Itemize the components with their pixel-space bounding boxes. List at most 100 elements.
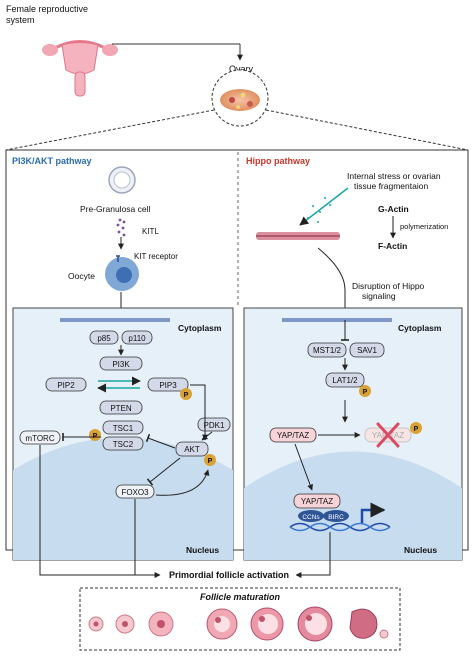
- pip3-phospho-badge: [180, 388, 192, 400]
- main-frame: [5, 149, 469, 551]
- pip3-label: PIP3: [159, 381, 177, 390]
- sav1-node: [349, 342, 385, 358]
- uterus-illustration: [42, 40, 118, 97]
- mst-label: MST1/2: [313, 346, 342, 355]
- pip3-node: [147, 377, 189, 392]
- p85-node: [89, 330, 119, 345]
- pip3-phospho-label: P: [184, 392, 189, 399]
- foxo3-label: FOXO3: [121, 488, 149, 497]
- p85-label: p85: [97, 334, 111, 343]
- yaptaz-node: [269, 427, 317, 443]
- pip2-node: [45, 377, 87, 392]
- kitl-dots: [116, 218, 126, 237]
- pdk1-node: [197, 417, 231, 432]
- gactin-label: G-Actin: [378, 204, 409, 214]
- mtorc-down-line: [39, 445, 161, 578]
- pi3k-pathway-title: PI3K/AKT pathway: [12, 156, 92, 166]
- follicle-stage-1-icon: [88, 616, 104, 632]
- follicle-maturation-title: Follicle maturation: [200, 592, 281, 602]
- mtorc-label: mTORC: [25, 434, 54, 443]
- ccns-label: CCNs: [302, 514, 320, 521]
- pdk1-label: PDK1: [204, 421, 225, 430]
- primordial-activation-label: Primordial follicle activation: [169, 570, 289, 580]
- yaptaz-label: YAP/TAZ: [277, 431, 309, 440]
- yaptaz-phospho-label: P: [414, 426, 419, 433]
- pten-node: [99, 400, 143, 415]
- pregranulosa-label: Pre-Granulosa cell: [80, 204, 151, 214]
- reproductive-system-title-2: system: [6, 15, 35, 25]
- yaptaz-nuclear-label: YAP/TAZ: [301, 497, 333, 506]
- tsc1-node: [102, 420, 144, 435]
- pten-label: PTEN: [110, 404, 132, 413]
- foxo3-node: [115, 484, 155, 499]
- akt-phospho-badge: [204, 454, 216, 466]
- transcription-arrow-icon: [360, 502, 386, 524]
- hippo-membrane: [282, 318, 392, 322]
- follicle-stage-7-icon: [349, 608, 389, 639]
- ovary-label: Ovary: [229, 64, 254, 74]
- mtorc-node: [19, 430, 61, 445]
- follicle-stage-3-icon: [148, 611, 174, 637]
- stress-arrow: [299, 187, 349, 226]
- yaptaz-nuclear-node: [293, 493, 341, 509]
- kit-receptor-label: KIT receptor: [134, 252, 178, 261]
- oocyte-label: Oocyte: [68, 271, 95, 281]
- expand-line-right: [265, 109, 469, 151]
- akt-phospho-label: P: [208, 458, 213, 465]
- birc-node: [323, 510, 349, 522]
- pi3k-cytoplasm-label: Cytoplasm: [178, 323, 222, 333]
- lat-label: LAT1/2: [332, 376, 358, 385]
- yaptaz-phospho-badge: [410, 422, 422, 434]
- ovary-illustration: [220, 89, 260, 111]
- follicle-stages: [88, 606, 389, 642]
- tsc2-label: TSC2: [113, 440, 134, 449]
- kitl-label: KITL: [142, 227, 159, 236]
- polymerization-label: polymerization: [400, 222, 448, 231]
- maturation-frame: [79, 587, 401, 651]
- follicle-stage-4-icon: [206, 608, 238, 640]
- birc-label: BIRC: [328, 514, 344, 521]
- cross-icon: [376, 422, 400, 448]
- hippo-cytoplasm-label: Cytoplasm: [398, 323, 442, 333]
- pdk1-to-akt-arrow: [201, 431, 213, 441]
- disruption-label-2: signaling: [362, 291, 396, 301]
- yap-to-nucleus-arrow: [294, 443, 313, 491]
- pip2-label: PIP2: [57, 381, 75, 390]
- pregranulosa-cell-icon: [108, 166, 136, 194]
- hippo-nucleus: [244, 451, 462, 560]
- pi3k-node: [99, 356, 143, 371]
- follicle-stage-6-icon: [297, 606, 333, 642]
- mst-node: [307, 342, 347, 358]
- p110-node: [121, 330, 153, 345]
- akt-node: [175, 441, 209, 457]
- pi3k-label: PI3K: [112, 360, 130, 369]
- tissue-strip: [256, 232, 340, 240]
- stress-label: Internal stress or ovarian: [347, 171, 441, 181]
- hippo-to-activation-line: [295, 532, 331, 578]
- reproductive-system-title: Female reproductive: [6, 4, 88, 14]
- hippo-pathway-title: Hippo pathway: [246, 156, 310, 166]
- follicle-stage-5-icon: [250, 607, 284, 641]
- p110-label: p110: [128, 334, 146, 343]
- tsc2-node: [102, 436, 144, 451]
- akt-inhibits-foxo3: [146, 457, 181, 486]
- stress-label-2: tissue fragmentaion: [354, 181, 428, 191]
- pi3k-nucleus-label: Nucleus: [186, 545, 219, 555]
- activation-label-bg: [162, 568, 296, 581]
- tsc1-label: TSC1: [113, 424, 134, 433]
- hippo-nucleus-label: Nucleus: [404, 545, 437, 555]
- stress-particles: [307, 197, 331, 223]
- follicle-stage-2-icon: [115, 614, 135, 634]
- sav1-label: SAV1: [357, 346, 377, 355]
- lat-node: [325, 372, 365, 388]
- foxo3-loop-arrow: [155, 469, 210, 496]
- pi3k-membrane: [60, 318, 170, 322]
- pip3-to-akt-arrow: [190, 384, 208, 441]
- tsc-phospho-badge: [89, 429, 101, 441]
- disruption-label: Disruption of Hippo: [352, 281, 425, 291]
- akt-inhibits-tsc: [145, 433, 176, 449]
- lat-phospho-badge: [359, 385, 371, 397]
- oocyte-icon: [105, 255, 139, 291]
- akt-label: AKT: [184, 445, 200, 454]
